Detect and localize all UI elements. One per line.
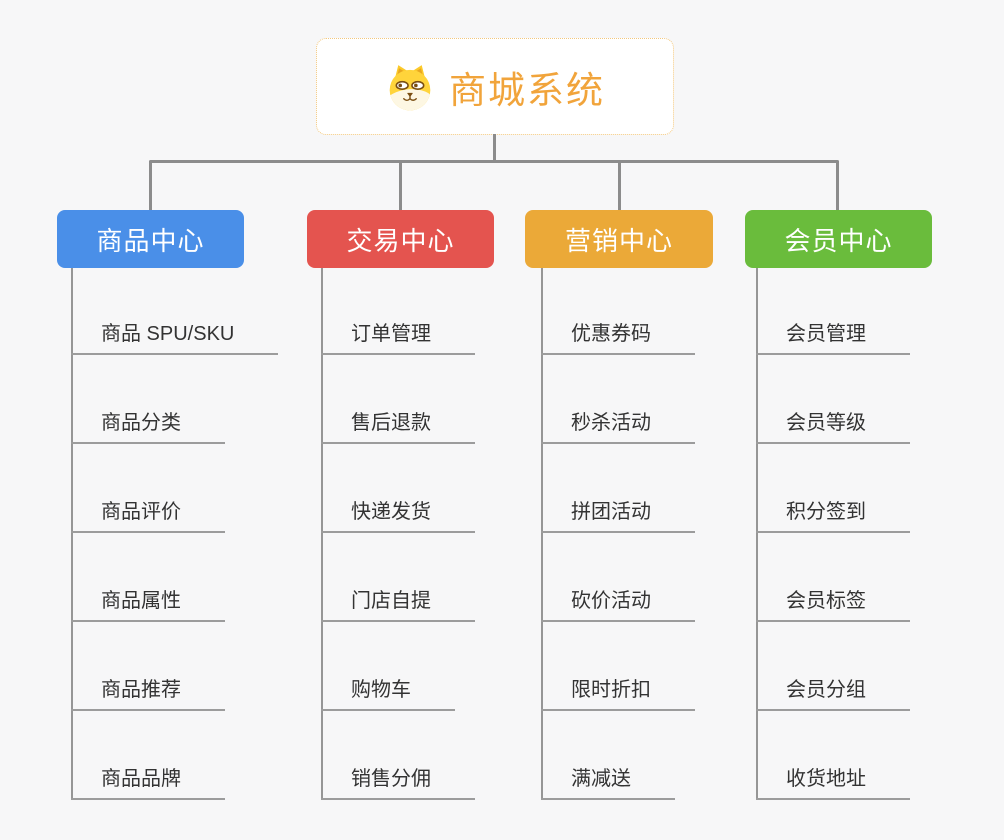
leaf-label: 拼团活动: [541, 502, 695, 533]
leaf-label: 收货地址: [756, 769, 910, 800]
connector-drop-trade: [399, 161, 402, 210]
leaf-label: 优惠券码: [541, 324, 695, 355]
connector-root-stem: [493, 134, 496, 161]
leaf-label: 商品推荐: [71, 680, 225, 711]
leaf-node[interactable]: 商品属性: [71, 533, 278, 622]
connector-drop-product: [149, 161, 152, 210]
leaf-node[interactable]: 秒杀活动: [541, 355, 695, 444]
leaf-label: 会员标签: [756, 591, 910, 622]
leaf-label: 订单管理: [321, 324, 475, 355]
root-title: 商城系统: [449, 69, 605, 111]
leaf-node[interactable]: 拼团活动: [541, 444, 695, 533]
leaf-node[interactable]: 快递发货: [321, 444, 475, 533]
branch-node-member-center[interactable]: 会员中心: [745, 210, 932, 268]
branch-items-trade: 订单管理 售后退款 快递发货 门店自提 购物车 销售分佣: [321, 268, 475, 800]
branch-items-marketing: 优惠券码 秒杀活动 拼团活动 砍价活动 限时折扣 满减送: [541, 268, 695, 800]
branch-node-product-center[interactable]: 商品中心: [57, 210, 244, 268]
leaf-node[interactable]: 限时折扣: [541, 622, 695, 711]
dog-face-icon: [385, 62, 435, 112]
leaf-label: 会员分组: [756, 680, 910, 711]
leaf-node[interactable]: 收货地址: [756, 711, 910, 800]
leaf-label: 销售分佣: [321, 769, 475, 800]
leaf-node[interactable]: 会员等级: [756, 355, 910, 444]
branch-items-member: 会员管理 会员等级 积分签到 会员标签 会员分组 收货地址: [756, 268, 910, 800]
leaf-label: 秒杀活动: [541, 413, 695, 444]
branch-label: 商品中心: [96, 225, 205, 256]
leaf-label: 商品分类: [71, 413, 225, 444]
leaf-label: 会员管理: [756, 324, 910, 355]
leaf-node[interactable]: 商品推荐: [71, 622, 278, 711]
leaf-node[interactable]: 积分签到: [756, 444, 910, 533]
connector-drop-member: [836, 161, 839, 210]
branch-label: 交易中心: [346, 225, 455, 256]
branch-label: 会员中心: [784, 225, 893, 256]
leaf-node[interactable]: 优惠券码: [541, 268, 695, 355]
connector-horizontal-bar: [149, 160, 839, 163]
leaf-label: 满减送: [541, 769, 675, 800]
leaf-node[interactable]: 售后退款: [321, 355, 475, 444]
leaf-node[interactable]: 砍价活动: [541, 533, 695, 622]
leaf-node[interactable]: 商品分类: [71, 355, 278, 444]
leaf-node[interactable]: 购物车: [321, 622, 475, 711]
leaf-label: 门店自提: [321, 591, 475, 622]
leaf-label: 商品 SPU/SKU: [71, 324, 279, 355]
leaf-label: 限时折扣: [541, 680, 695, 711]
connector-drop-marketing: [618, 161, 621, 210]
leaf-label: 砍价活动: [541, 591, 695, 622]
branch-label: 营销中心: [564, 225, 673, 256]
leaf-node[interactable]: 会员分组: [756, 622, 910, 711]
leaf-label: 商品属性: [71, 591, 225, 622]
leaf-label: 会员等级: [756, 413, 910, 444]
leaf-label: 快递发货: [321, 502, 475, 533]
leaf-node[interactable]: 会员管理: [756, 268, 910, 355]
leaf-label: 积分签到: [756, 502, 910, 533]
leaf-node[interactable]: 订单管理: [321, 268, 475, 355]
leaf-node[interactable]: 商品 SPU/SKU: [71, 268, 279, 355]
leaf-node[interactable]: 会员标签: [756, 533, 910, 622]
leaf-node[interactable]: 销售分佣: [321, 711, 475, 800]
branch-node-marketing-center[interactable]: 营销中心: [525, 210, 713, 268]
leaf-node[interactable]: 商品评价: [71, 444, 278, 533]
leaf-node[interactable]: 满减送: [541, 711, 695, 800]
branch-items-product: 商品 SPU/SKU 商品分类 商品评价 商品属性 商品推荐 商品品牌: [71, 268, 279, 800]
leaf-node[interactable]: 门店自提: [321, 533, 475, 622]
root-node[interactable]: 商城系统: [316, 38, 674, 135]
branch-node-trade-center[interactable]: 交易中心: [307, 210, 494, 268]
leaf-label: 商品评价: [71, 502, 225, 533]
leaf-label: 购物车: [321, 680, 455, 711]
leaf-label: 商品品牌: [71, 769, 225, 800]
leaf-node[interactable]: 商品品牌: [71, 711, 278, 800]
leaf-label: 售后退款: [321, 413, 475, 444]
